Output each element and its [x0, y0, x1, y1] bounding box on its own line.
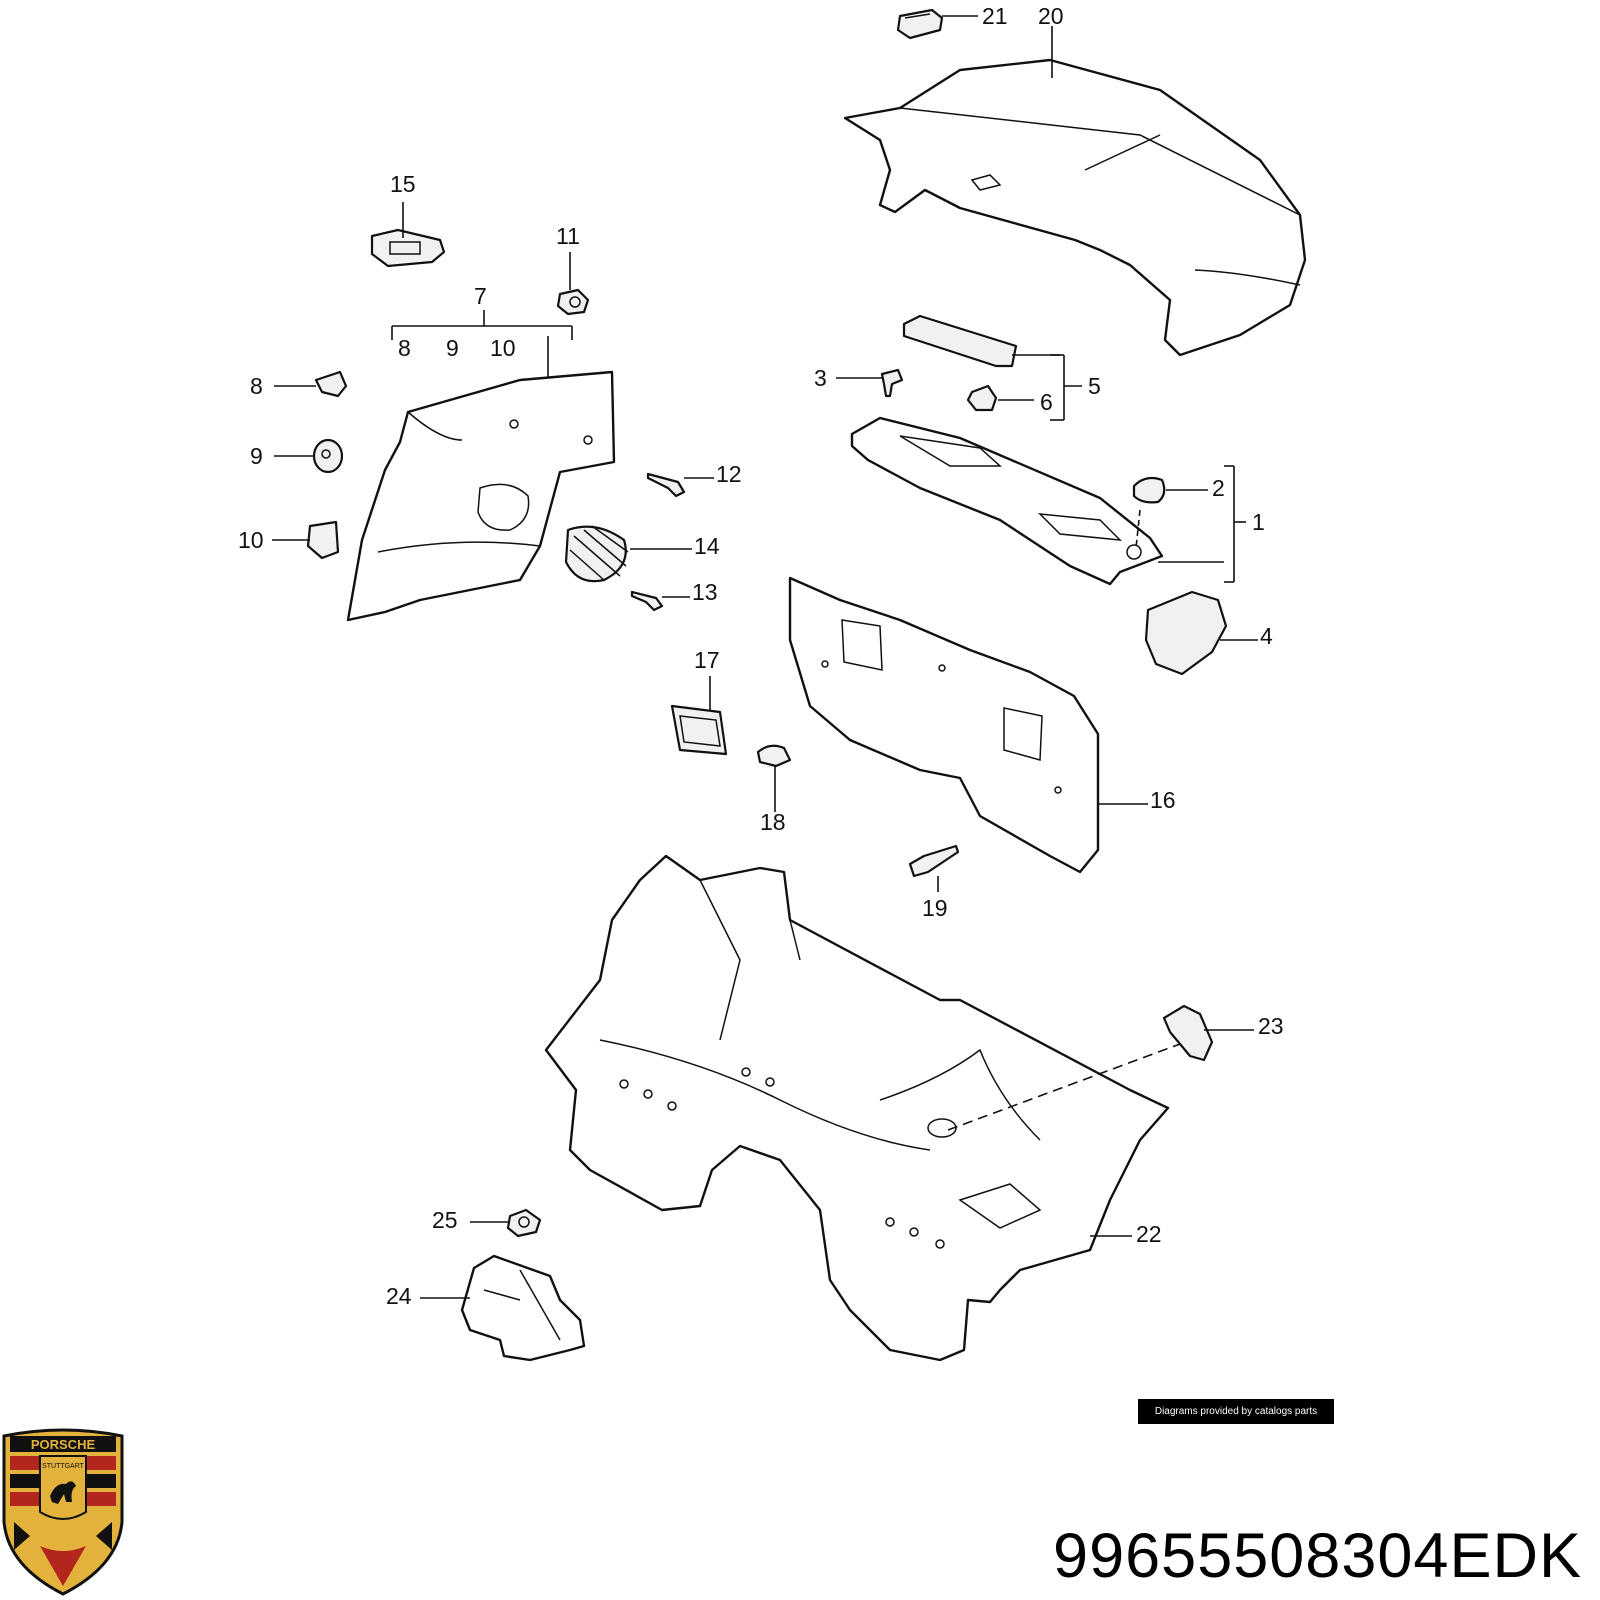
part-15: 15 — [370, 171, 446, 268]
callout-10: 10 — [238, 527, 264, 553]
callout-14: 14 — [694, 533, 720, 559]
part-9: 9 — [250, 438, 344, 474]
svg-text:PORSCHE: PORSCHE — [31, 1437, 96, 1452]
sub-callout-8: 8 — [398, 335, 411, 361]
callout-17: 17 — [694, 647, 720, 673]
part-number: 99655508304EDK — [1053, 1521, 1582, 1591]
sub-callout-9: 9 — [446, 335, 459, 361]
part-1: 1 — [850, 416, 1265, 586]
callout-4: 4 — [1260, 623, 1273, 649]
part-12: 12 — [646, 461, 742, 498]
part-17: 17 — [670, 647, 728, 756]
part-7 — [346, 370, 616, 622]
callout-19: 19 — [922, 895, 948, 921]
part-19: 19 — [908, 844, 960, 921]
callout-9: 9 — [250, 443, 263, 469]
sub-callout-10: 10 — [490, 335, 516, 361]
part-5-group: 5 6 — [902, 314, 1101, 421]
porsche-crest-icon: PORSCHE STUTTGART — [2, 1428, 124, 1596]
callout-3: 3 — [814, 365, 827, 391]
part-21: 21 — [896, 3, 1008, 40]
part-18: 18 — [756, 744, 792, 835]
part-22: 22 — [544, 854, 1181, 1362]
diagram-credit-badge: Diagrams provided by catalogs parts — [1138, 1399, 1334, 1424]
callout-15: 15 — [390, 171, 416, 197]
part-25: 25 — [432, 1207, 542, 1238]
group-7-bracket: 7 8 9 10 — [391, 283, 573, 382]
part-11: 11 — [556, 223, 590, 316]
callout-20: 20 — [1038, 3, 1064, 29]
part-14: 14 — [564, 525, 720, 583]
callout-13: 13 — [692, 579, 718, 605]
callout-21: 21 — [982, 3, 1008, 29]
svg-text:STUTTGART: STUTTGART — [42, 1463, 85, 1470]
callout-6: 6 — [1040, 389, 1053, 415]
part-23: 23 — [1162, 1004, 1284, 1062]
part-16: 16 — [788, 576, 1176, 874]
callout-23: 23 — [1258, 1013, 1284, 1039]
part-20: 20 — [843, 3, 1307, 357]
part-8: 8 — [250, 370, 348, 399]
callout-1: 1 — [1252, 509, 1265, 535]
callout-25: 25 — [432, 1207, 458, 1233]
callout-7: 7 — [474, 283, 487, 309]
callout-18: 18 — [760, 809, 786, 835]
callout-2: 2 — [1212, 475, 1225, 501]
part-10: 10 — [238, 520, 340, 560]
callout-8: 8 — [250, 373, 263, 399]
callout-11: 11 — [556, 223, 580, 249]
part-13: 13 — [630, 579, 718, 612]
part-3: 3 — [814, 365, 904, 398]
callout-5: 5 — [1088, 373, 1101, 399]
part-2: 2 — [1132, 475, 1225, 504]
callout-12: 12 — [716, 461, 742, 487]
callout-22: 22 — [1136, 1221, 1162, 1247]
part-24: 24 — [386, 1254, 586, 1362]
part-4: 4 — [1144, 590, 1273, 676]
callout-24: 24 — [386, 1283, 412, 1309]
callout-16: 16 — [1150, 787, 1176, 813]
